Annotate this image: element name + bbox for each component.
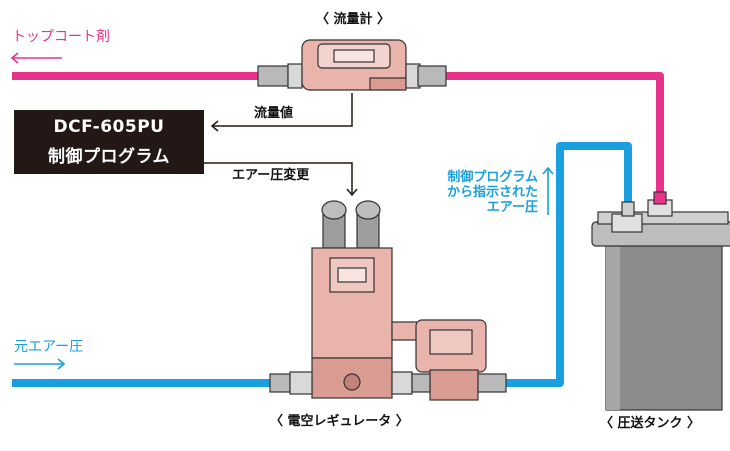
- flowmeter-label: 〈 流量計 〉: [316, 12, 391, 27]
- source-air-arrow: [14, 358, 66, 370]
- electro-pneumatic-regulator: [269, 200, 507, 401]
- instructed-air-label: 制御プログラム から指示された エアー圧: [418, 170, 538, 215]
- pressure-tank: [591, 191, 730, 411]
- instructed-air-line1: 制御プログラム: [447, 170, 538, 185]
- topcoat-arrow: [10, 52, 62, 64]
- air-change-label: エアー圧変更: [232, 168, 310, 183]
- source-air-label: 元エアー圧: [14, 339, 84, 355]
- instructed-air-line3: エアー圧: [486, 200, 538, 215]
- air-pipe: [12, 142, 632, 387]
- instructed-air-arrow: [542, 166, 554, 215]
- control-program-name: 制御プログラム: [48, 147, 170, 167]
- instructed-air-line2: から指示された: [446, 185, 538, 200]
- regulator-label: 〈 電空レギュレータ 〉: [270, 414, 409, 429]
- topcoat-label: トップコート剤: [12, 29, 110, 45]
- tank-label: 〈 圧送タンク 〉: [600, 416, 701, 431]
- air-change-signal: [204, 162, 358, 197]
- control-program-box: DCF-605PU 制御プログラム: [14, 110, 204, 174]
- control-program-model: DCF-605PU: [53, 117, 165, 137]
- topcoat-pipe: [12, 72, 664, 200]
- flow-value-label: 流量値: [254, 106, 294, 121]
- flow-value-signal: [210, 93, 353, 132]
- flowmeter: [257, 39, 447, 91]
